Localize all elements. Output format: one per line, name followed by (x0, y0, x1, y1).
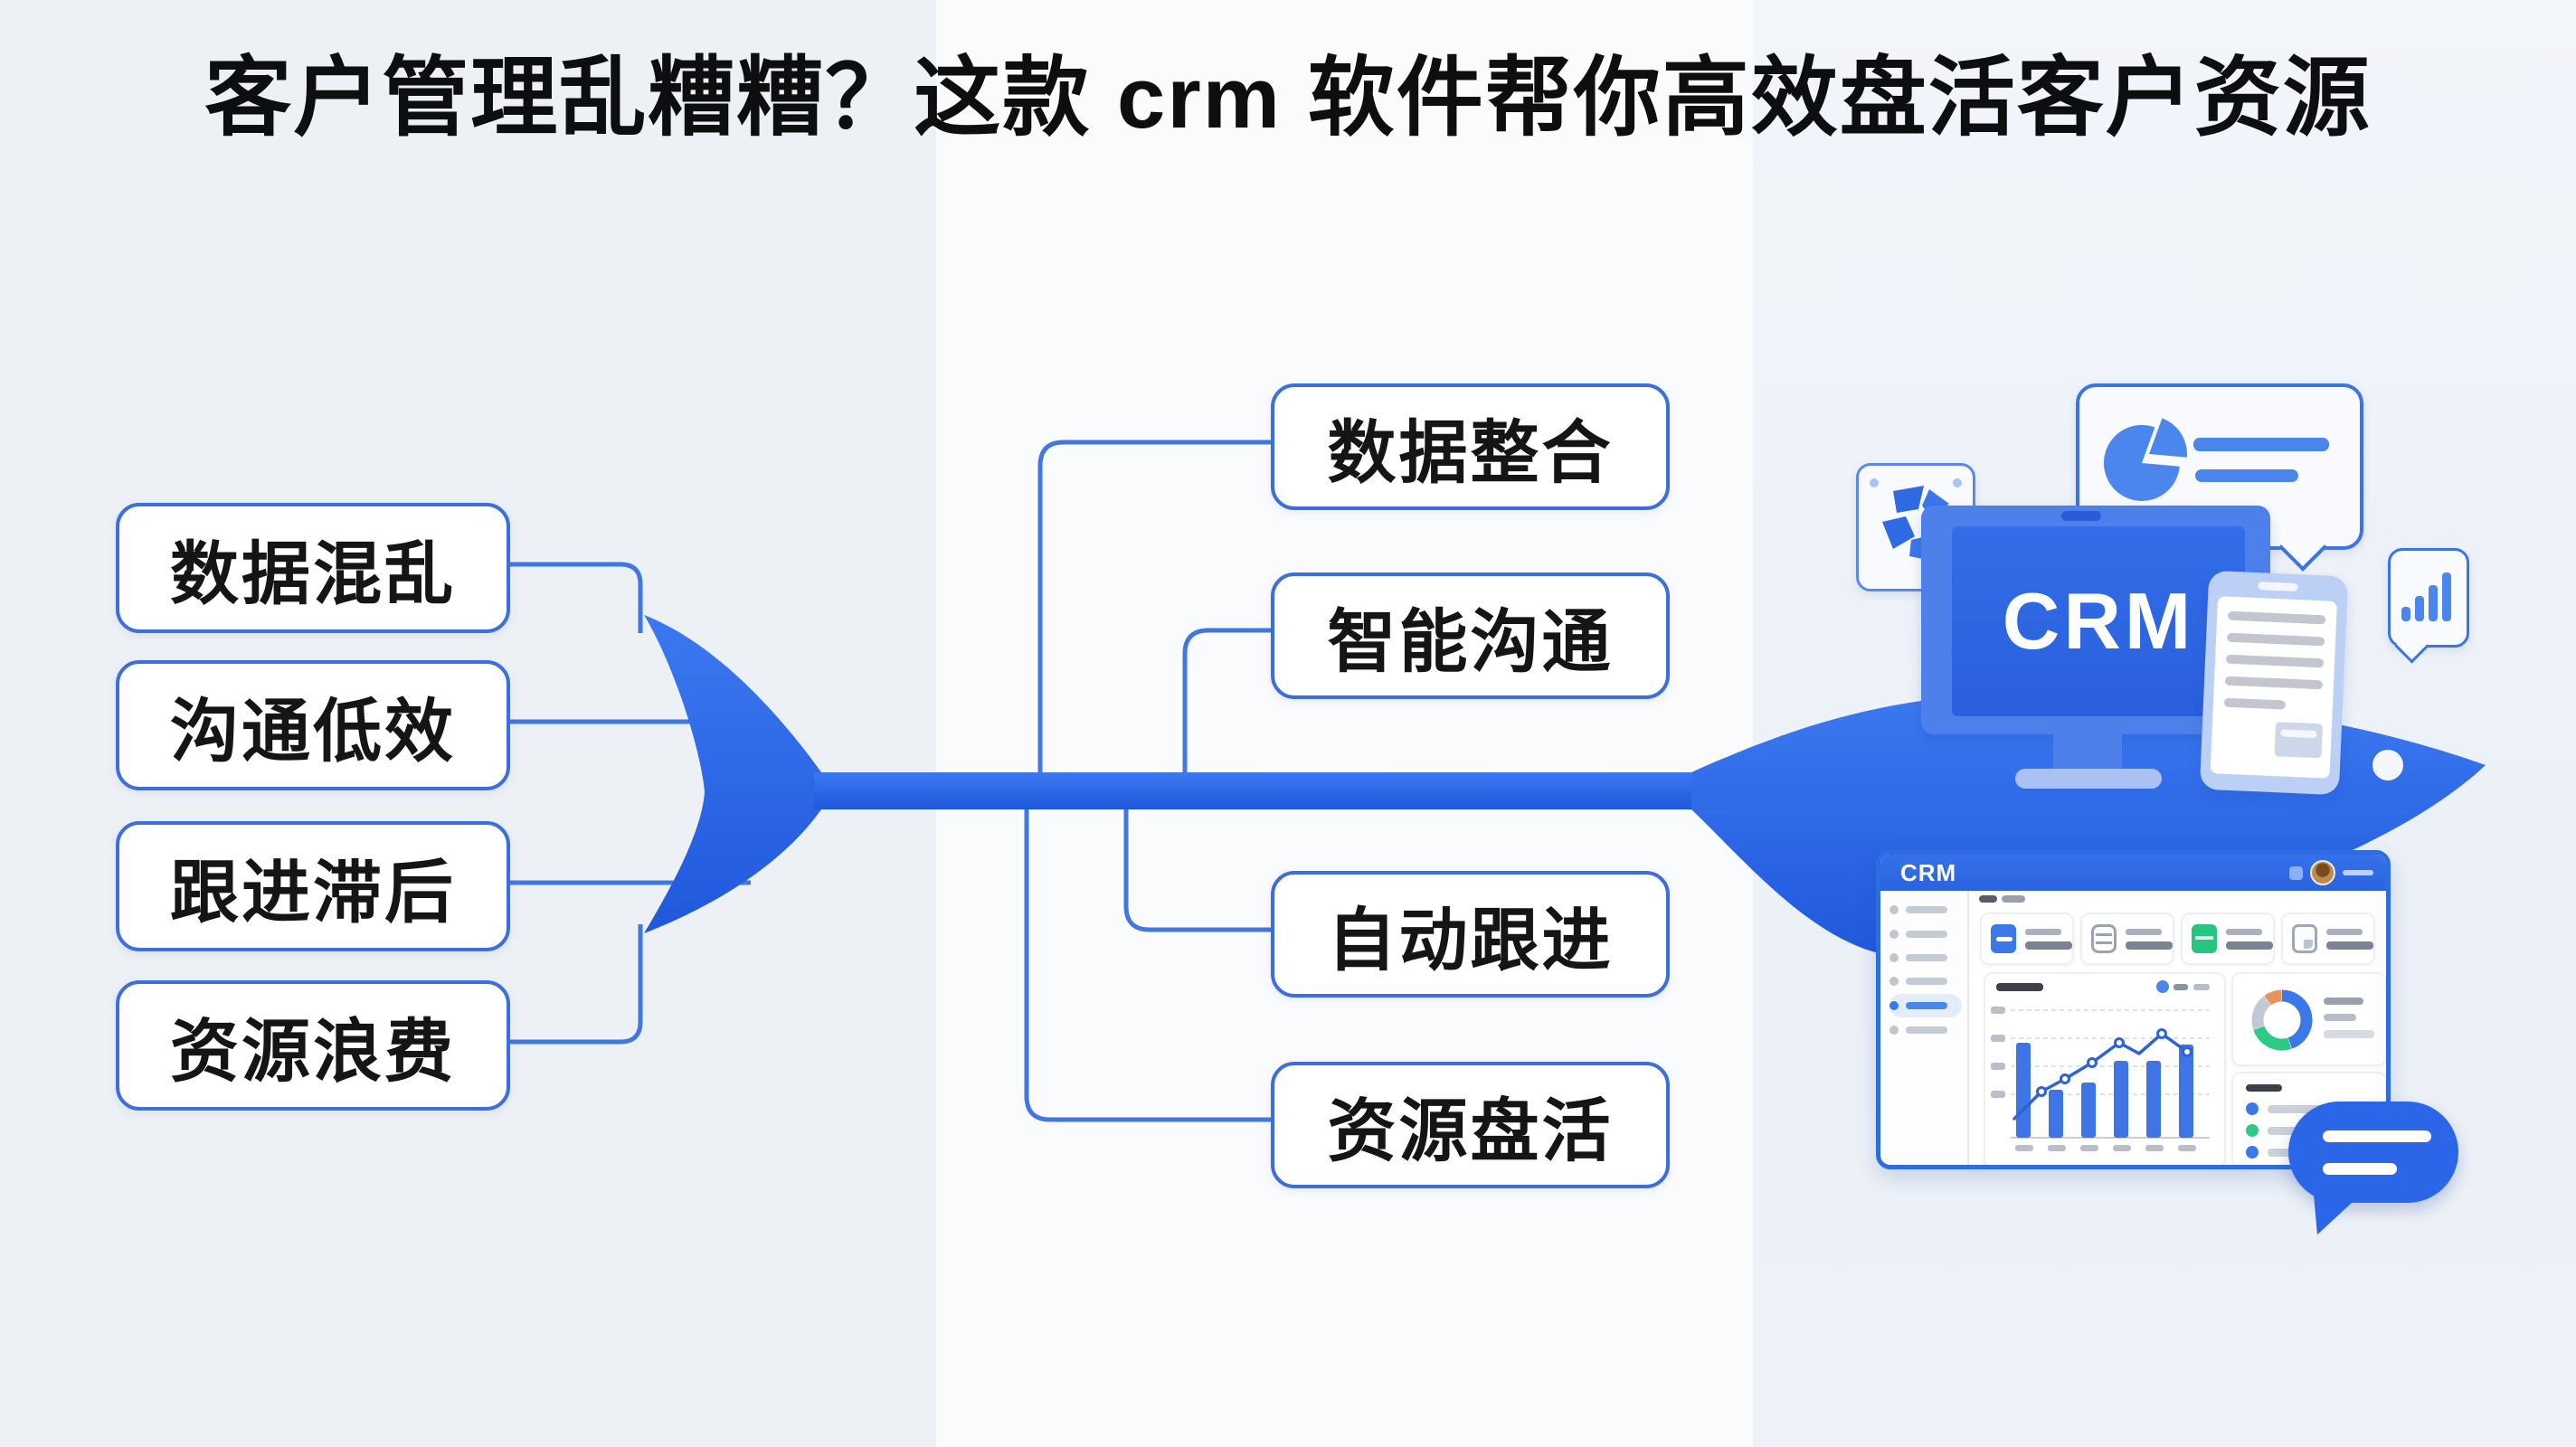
phone-text-line (2227, 610, 2326, 625)
stat-card-2 (2080, 913, 2174, 965)
stat-card-4 (2281, 913, 2375, 965)
list-item (2246, 1102, 2351, 1115)
monitor-stand-base (2015, 769, 2162, 789)
connector-solution-4 (1024, 794, 1271, 1122)
chart-legend-text (2193, 984, 2210, 990)
sidebar-item-6 (1889, 1018, 1962, 1042)
pie-chart-bubble-content (2103, 418, 2329, 501)
problem-label-4: 资源浪费 (170, 1014, 456, 1091)
phone-icon (2199, 570, 2349, 796)
monitor-stand-neck (2053, 733, 2122, 771)
dashboard-tab-1 (1979, 895, 1997, 903)
connector-solution-2 (1182, 628, 1271, 789)
chat-text-line-2 (2323, 1163, 2397, 1175)
connector-solution-3 (1123, 794, 1271, 932)
notification-icon (2289, 865, 2303, 880)
grid-block-icon (2192, 924, 2217, 953)
card-corner-dot-left (1870, 478, 1879, 487)
problem-label-1: 数据混乱 (170, 536, 456, 613)
stat-card-3 (2181, 913, 2275, 965)
notebook-icon (1991, 924, 2016, 953)
clipboard-icon (2292, 924, 2317, 953)
solution-label-4: 资源盘活 (1327, 1093, 1614, 1170)
user-name-text (2343, 870, 2373, 875)
donut-chart (2251, 989, 2313, 1051)
monitor-screen: CRM (1952, 526, 2245, 716)
pie-chart-speech-bubble (2076, 383, 2363, 572)
bubble-text-line-2 (2195, 469, 2298, 482)
donut-labels (2324, 998, 2374, 1038)
fish-eye-dot (2372, 750, 2403, 780)
connector-lines (503, 440, 1271, 1122)
solution-node-3: 自动跟进 (1271, 871, 1670, 998)
phone-text-line (2226, 632, 2325, 647)
phone-content-block (2274, 722, 2324, 759)
connector-solution-1 (1037, 440, 1271, 789)
crm-dashboard-window: CRM (1876, 850, 2391, 1169)
problem-label-3: 跟进滞后 (170, 855, 456, 932)
list-title-scribble (2246, 1084, 2282, 1092)
problem-node-3: 跟进滞后 (116, 821, 510, 951)
background-band-middle (936, 0, 1753, 1447)
fish-spine (814, 772, 1728, 809)
sidebar-item-4 (1889, 969, 1962, 993)
sidebar-item-3 (1889, 946, 1962, 969)
sidebar-item-5-active (1889, 994, 1962, 1017)
solution-label-3: 自动跟进 (1327, 903, 1614, 979)
bubble-text-line-1 (2193, 438, 2329, 451)
problem-node-1: 数据混乱 (116, 503, 510, 633)
chat-text-line-1 (2323, 1130, 2431, 1142)
solution-label-1: 数据整合 (1327, 415, 1614, 492)
phone-text-line (2225, 654, 2325, 668)
sidebar-item-1 (1889, 898, 1962, 922)
solution-node-1: 数据整合 (1271, 383, 1670, 510)
connector-problem-1 (503, 562, 643, 633)
phone-speaker (2258, 582, 2298, 592)
problem-node-2: 沟通低效 (116, 660, 510, 790)
solution-node-4: 资源盘活 (1271, 1062, 1670, 1188)
dashboard-sidebar (1880, 891, 1969, 1165)
phone-screen (2210, 596, 2337, 779)
connector-problem-4 (503, 924, 643, 1045)
chart-legend-dot (2156, 980, 2169, 993)
dashboard-donut-card (2231, 972, 2386, 1066)
fish-tail (644, 615, 821, 933)
stat-card-1 (1980, 913, 2074, 965)
dashboard-brand: CRM (1900, 858, 1957, 886)
solution-node-2: 智能沟通 (1271, 572, 1670, 699)
avatar (2310, 860, 2335, 885)
bar-chart-bubble-icon (2401, 572, 2451, 621)
card-corner-dot-right (1953, 478, 1962, 487)
pie-chart-icon (2103, 424, 2180, 501)
bar-chart-speech-bubble (2388, 548, 2469, 664)
sidebar-item-2 (1889, 922, 1962, 946)
page-title: 客户管理乱糟糟？这款 crm 软件帮你高效盘活客户资源 (204, 50, 2372, 147)
problem-label-2: 沟通低效 (170, 694, 456, 771)
problem-node-4: 资源浪费 (116, 980, 510, 1111)
chart-legend-text (2174, 984, 2188, 990)
database-icon (2091, 924, 2117, 953)
chat-bubble-icon (2288, 1102, 2458, 1243)
phone-text-line (2223, 697, 2287, 710)
dashboard-bar-chart (1984, 972, 2226, 1165)
solution-label-2: 智能沟通 (1327, 604, 1614, 681)
pie-chart-slice (2149, 418, 2187, 458)
monitor-camera (2061, 511, 2101, 521)
monitor-crm-label: CRM (2002, 576, 2195, 666)
dashboard-header-right (2289, 855, 2373, 891)
chart-title-scribble (1996, 983, 2043, 991)
bar-line-chart (1991, 980, 2210, 1151)
phone-text-line (2224, 676, 2324, 690)
dashboard-tab-2 (2002, 895, 2025, 903)
